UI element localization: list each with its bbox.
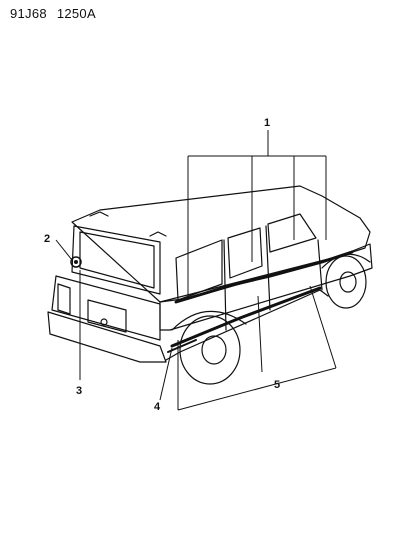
door-lines [223,225,323,331]
callout-2: 2 [44,233,50,245]
side-window-front [267,213,317,253]
upper-stripe-decal [174,250,354,304]
rocker-stripe [167,339,197,353]
front-wheel-hub [339,271,357,293]
tail-light [57,283,71,315]
lower-stripe-decal [170,286,322,348]
roof-rack [89,211,167,237]
rear-glass-inner [79,231,155,289]
rear-wheel [179,315,241,385]
rear-window [71,225,161,295]
diagram-header: 91J68 1250A [10,6,102,21]
figure-code: 1250A [56,6,96,21]
side-window-middle [227,227,263,279]
callout-4: 4 [154,401,161,413]
rear-window-decal-dot [74,260,78,264]
callout-5: 5 [274,379,280,391]
callout-1: 1 [264,117,270,129]
leader-5 [177,285,337,411]
front-wheel [325,255,367,309]
leader-2 [55,239,73,261]
rear-emblem [100,318,108,326]
rear-window-decal [70,256,82,268]
rear-bumper [47,311,167,363]
part-code: 91J68 [10,6,47,21]
callout-3: 3 [76,385,82,397]
lower-body [165,289,329,361]
tailgate [51,275,161,341]
leader-1 [187,130,327,300]
leader-4 [159,347,173,401]
rear-wheel-hub [201,335,227,365]
side-window-rear [175,239,223,301]
license-plate-recess [87,299,127,333]
